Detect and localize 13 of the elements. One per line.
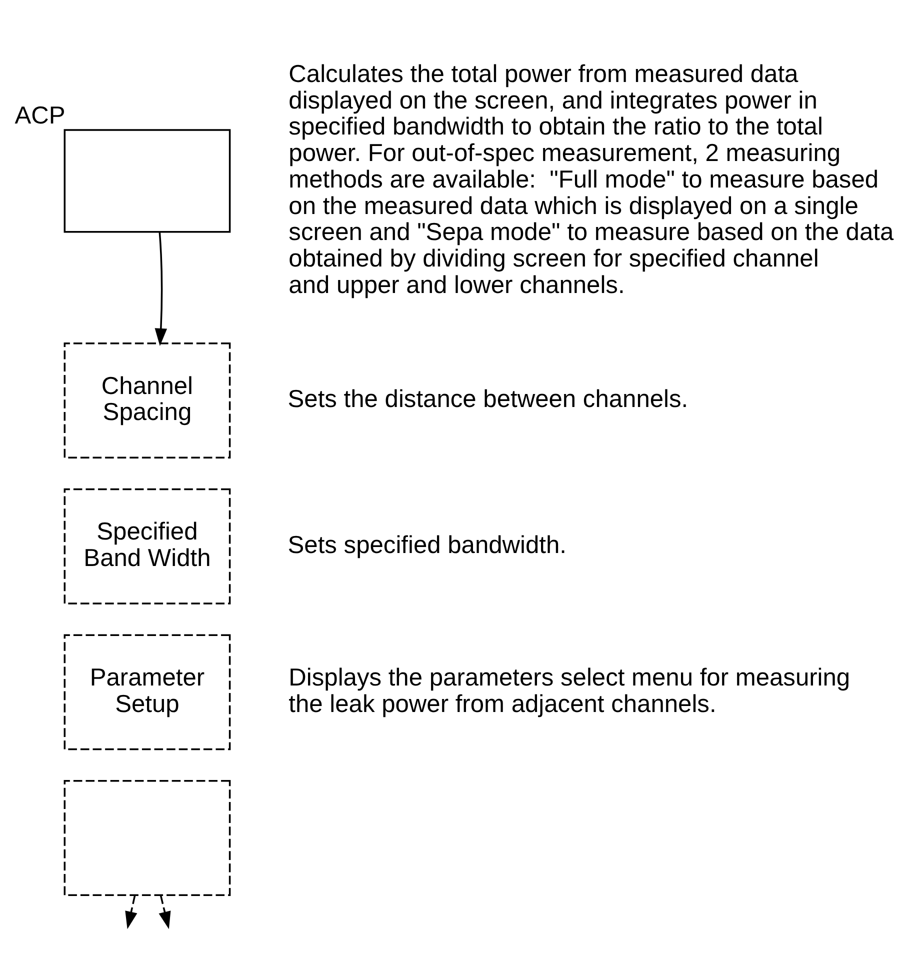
node-label: Sets the distance between channels. [288,386,688,414]
arrow [158,895,171,930]
node-label: Sets specified bandwidth. [288,532,567,559]
node-label: ACP [14,102,66,130]
node-box: Channel Spacing [64,342,231,458]
node-box [64,129,231,233]
node-label: Displays the parameters select menu for measuring the leak power from adjacent channels. [288,664,850,718]
arrow [125,895,138,930]
node-box: Specified Band Width [64,488,231,604]
node-label: Calculates the total power from measured data displayed on the screen, and integrates power in specified bandwidth to obtain the ratio to the total power. For out-of-spec measurement, 2 measuring methods are available: "Full mode" to measure based on the measured data which is displayed on a single screen and "Sepa mode" to measure based on the data obtained by dividing screen for specified channel and upper and lower channels. [288,61,894,299]
node-box: Parameter Setup [64,634,231,750]
arrow [154,232,168,346]
node-box [64,780,231,896]
